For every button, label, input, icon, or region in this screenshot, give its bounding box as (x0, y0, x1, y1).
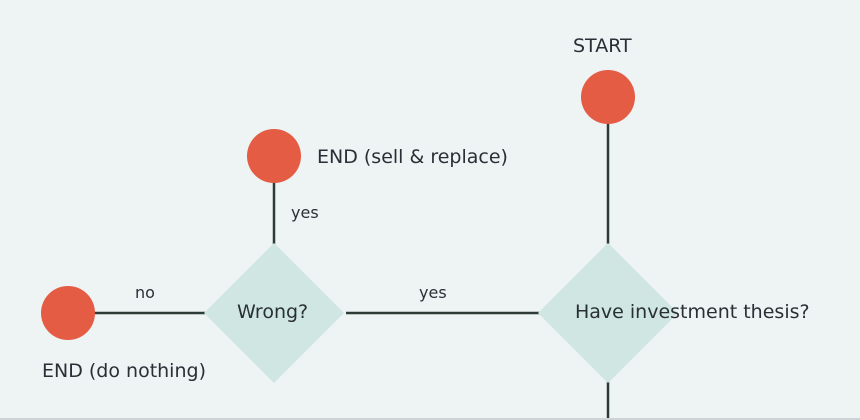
thesis-decision-label: Have investment thesis? (575, 301, 810, 323)
end-sell-terminal-circle (247, 129, 301, 183)
decision-wrong-diamond (204, 243, 344, 383)
edge-label-thesis-yes: yes (419, 283, 447, 302)
end-nothing-terminal-circle (41, 286, 95, 340)
decision-thesis-diamond (538, 243, 678, 383)
wrong-decision-label: Wrong? (237, 301, 309, 323)
end-sell-label: END (sell & replace) (317, 146, 508, 168)
start-label: START (573, 35, 632, 57)
edge-label-wrong-no: no (135, 283, 155, 302)
end-nothing-label: END (do nothing) (42, 360, 206, 382)
bottom-border (0, 418, 860, 420)
edge-label-wrong-yes: yes (291, 203, 319, 222)
start-terminal-circle (581, 70, 635, 124)
